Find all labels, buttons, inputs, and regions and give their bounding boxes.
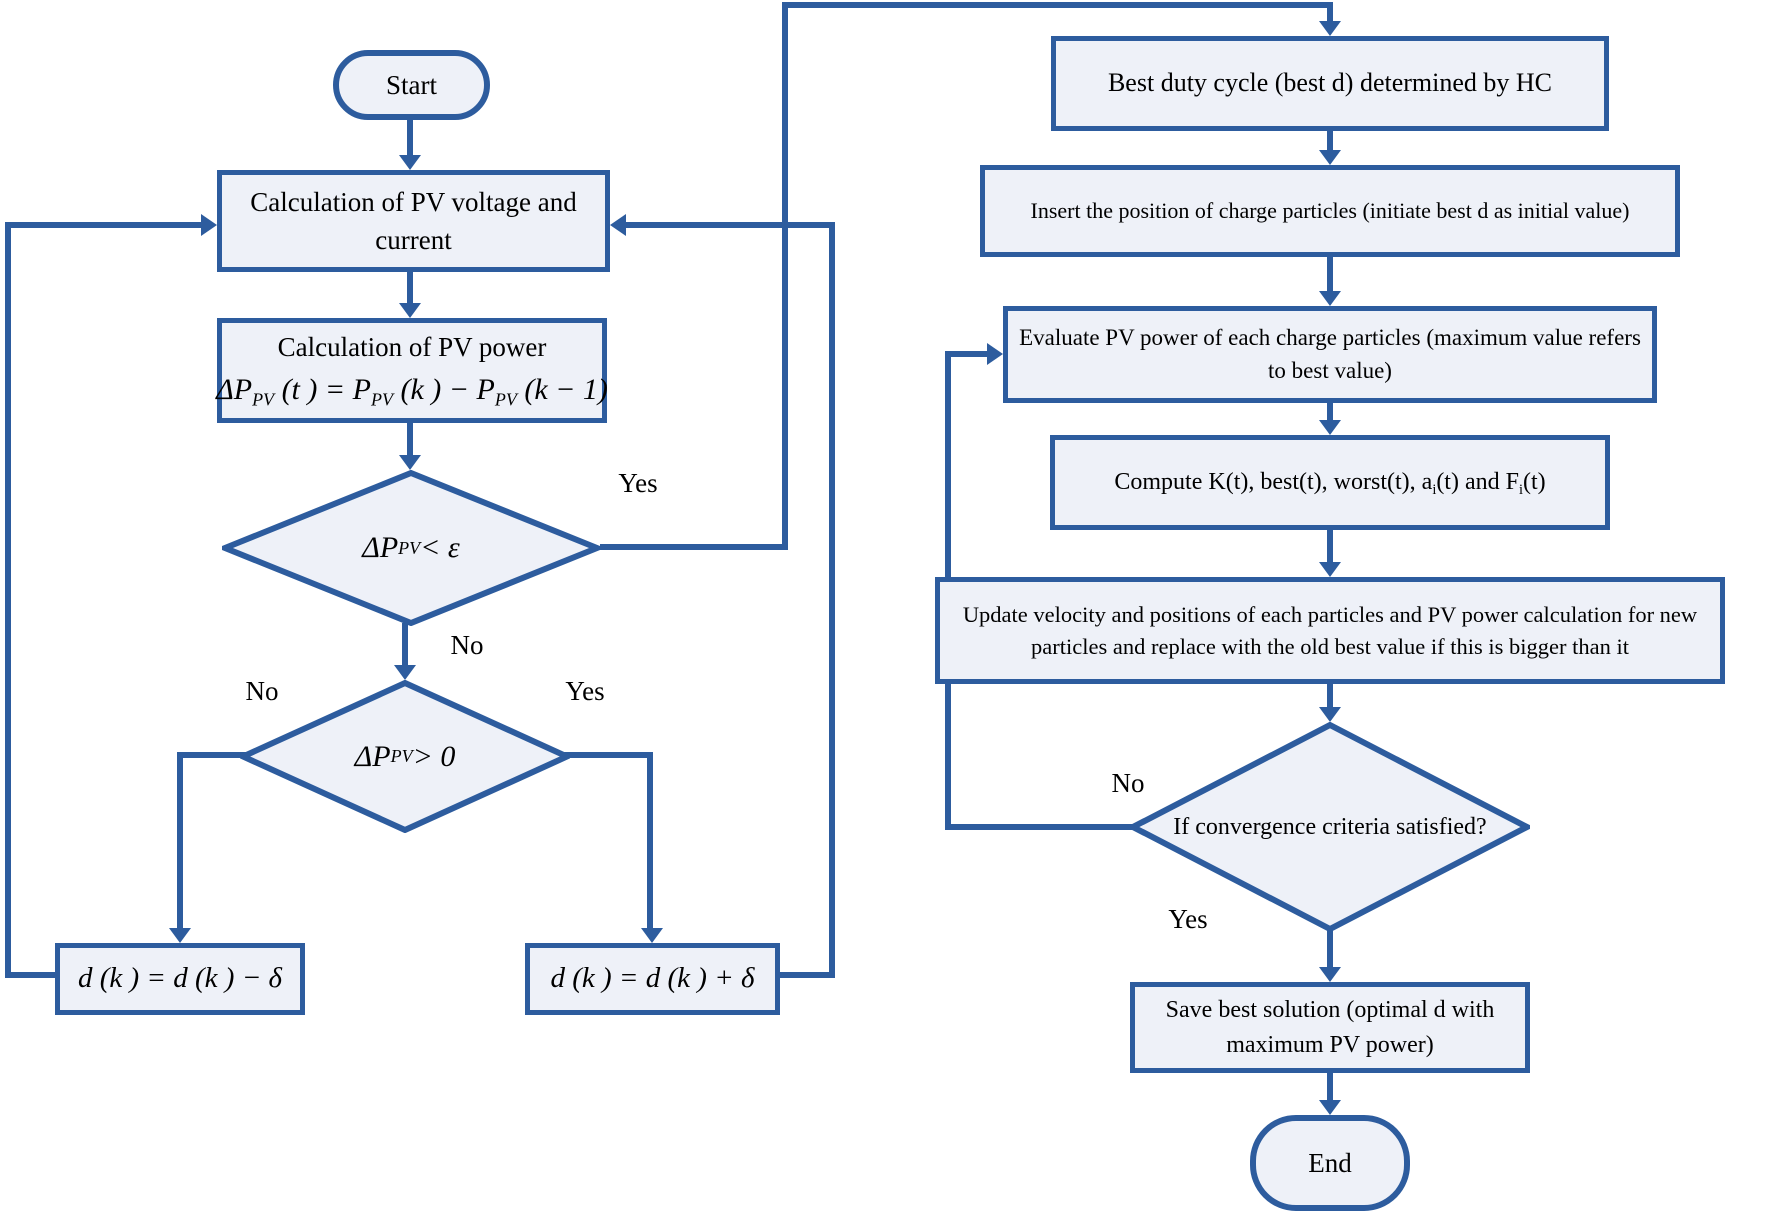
arrowhead-inc-loop-calcvi <box>610 214 626 236</box>
connector-save-end <box>1327 1071 1333 1102</box>
arrowhead-d2-dec <box>169 928 191 943</box>
calc-pv-power-formula: ΔPPV (t ) = PPV (k ) − PPV (k − 1) <box>216 372 608 410</box>
connector-d1yes-h1 <box>600 544 788 550</box>
node-start: Start <box>333 50 490 120</box>
connector-d1yes-top <box>782 2 1333 8</box>
connector-convno-h1 <box>945 824 1135 830</box>
node-increase-duty: d (k ) = d (k ) + δ <box>525 943 780 1015</box>
diamond-shape <box>1130 722 1530 932</box>
node-calc-voltage-current: Calculation of PV voltage and current <box>217 170 610 272</box>
insert-particles-label: Insert the position of charge particles … <box>1030 198 1630 224</box>
arrowhead-d1-d2 <box>394 665 416 680</box>
connector-calcpower-d1 <box>407 421 413 457</box>
connector-d1-d2 <box>402 623 408 667</box>
arrowhead-d1yes-hc <box>1319 21 1341 36</box>
best-duty-hc-label: Best duty cycle (best d) determined by H… <box>1107 68 1553 98</box>
connector-inc-loop-v <box>829 222 835 978</box>
arrowhead-hc-insert <box>1319 150 1341 165</box>
connector-d2-dec-h <box>177 752 247 758</box>
node-decision-convergence: If convergence criteria satisfied? <box>1130 722 1530 932</box>
arrowhead-calcvi-calcpower <box>399 303 421 318</box>
connector-d2-dec-v <box>177 752 183 932</box>
connector-start-calcvi <box>407 118 413 156</box>
start-label: Start <box>386 69 437 100</box>
node-save-best-solution: Save best solution (optimal d with maxim… <box>1130 982 1530 1073</box>
connector-dec-loop-bottom <box>5 972 57 978</box>
connector-conv-save <box>1327 930 1333 969</box>
node-best-duty-hc: Best duty cycle (best d) determined by H… <box>1051 36 1609 131</box>
arrowhead-calcpower-d1 <box>399 455 421 470</box>
diamond-shape <box>240 680 570 833</box>
increase-duty-formula: d (k ) = d (k ) + δ <box>550 962 755 995</box>
diamond-shape <box>222 470 600 626</box>
connector-calcvi-calcpower <box>407 270 413 304</box>
node-end: End <box>1250 1115 1410 1211</box>
connector-evaluate-compute <box>1327 401 1333 422</box>
evaluate-power-label: Evaluate PV power of each charge particl… <box>1019 324 1641 383</box>
connector-hc-insert <box>1327 129 1333 152</box>
connector-d2-inc-h <box>563 752 653 758</box>
arrowhead-convno-evaluate <box>987 343 1003 365</box>
connector-compute-update <box>1327 528 1333 564</box>
connector-dec-loop-v <box>5 222 11 978</box>
arrowhead-start-calcvi <box>399 155 421 170</box>
label-conv-no: No <box>1111 768 1145 798</box>
calc-voltage-current-label: Calculation of PV voltage and current <box>250 186 577 255</box>
arrowhead-save-end <box>1319 1100 1341 1115</box>
decision-convergence-label: If convergence criteria satisfied? <box>1173 813 1487 840</box>
label-d2-no: No <box>245 676 279 706</box>
node-evaluate-power: Evaluate PV power of each charge particl… <box>1003 306 1657 403</box>
node-compute-parameters: Compute K(t), best(t), worst(t), ai(t) a… <box>1050 435 1610 530</box>
decrease-duty-formula: d (k ) = d (k ) − δ <box>78 962 282 995</box>
calc-pv-power-title: Calculation of PV power <box>277 332 547 363</box>
label-d1-no: No <box>450 630 484 660</box>
label-d2-yes: Yes <box>565 676 605 706</box>
connector-update-conv <box>1327 682 1333 709</box>
connector-d1yes-v2 <box>1327 2 1333 22</box>
label-d1-yes: Yes <box>618 468 658 498</box>
node-update-velocity: Update velocity and positions of each pa… <box>935 577 1725 684</box>
label-conv-yes: Yes <box>1168 904 1208 934</box>
node-calc-pv-power: Calculation of PV power ΔPPV (t ) = PPV … <box>216 318 608 423</box>
arrowhead-update-conv <box>1319 707 1341 722</box>
connector-inc-loop-top <box>626 222 835 228</box>
compute-parameters-label: Compute K(t), best(t), worst(t), ai(t) a… <box>1114 468 1546 498</box>
update-velocity-label: Update velocity and positions of each pa… <box>962 601 1698 659</box>
connector-d2-inc-v <box>647 752 653 932</box>
arrowhead-insert-evaluate <box>1319 291 1341 306</box>
arrowhead-dec-loop-calcvi <box>201 214 217 236</box>
connector-insert-evaluate <box>1327 255 1333 292</box>
save-best-solution-label: Save best solution (optimal d with maxim… <box>1165 997 1495 1058</box>
node-insert-particles: Insert the position of charge particles … <box>980 165 1680 257</box>
node-decrease-duty: d (k ) = d (k ) − δ <box>55 943 305 1015</box>
end-label: End <box>1308 1147 1352 1178</box>
connector-convno-h2 <box>945 351 989 357</box>
connector-inc-loop-bottom <box>780 972 835 978</box>
arrowhead-d2-inc <box>641 928 663 943</box>
arrowhead-conv-save <box>1319 967 1341 982</box>
connector-dec-loop-top <box>5 222 201 228</box>
arrowhead-evaluate-compute <box>1319 420 1341 435</box>
connector-d1yes-v1 <box>782 2 788 550</box>
arrowhead-compute-update <box>1319 562 1341 577</box>
